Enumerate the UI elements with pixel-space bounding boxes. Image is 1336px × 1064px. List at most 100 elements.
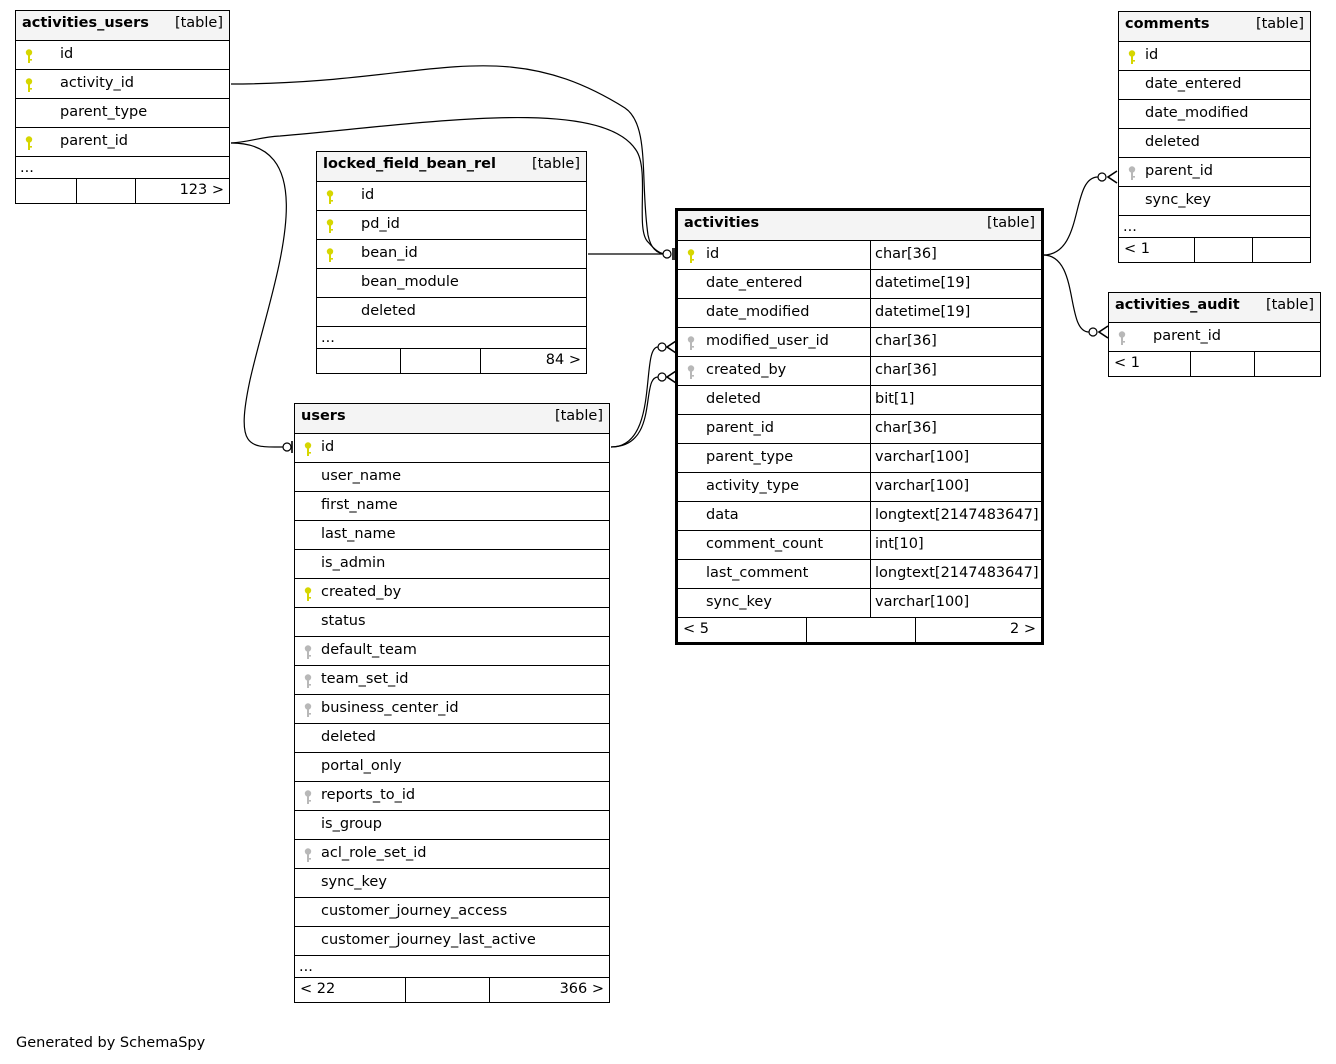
table-activities_audit[interactable]: activities_audit[table]parent_id< 1 — [1108, 292, 1321, 377]
column-name: deleted — [1145, 134, 1200, 150]
primary-key-icon — [686, 248, 696, 264]
column-name: last_name — [321, 526, 396, 542]
column-row[interactable]: parent_id — [16, 127, 229, 156]
children-count[interactable]: 84 > — [545, 352, 581, 368]
column-row[interactable]: last_name — [295, 520, 609, 549]
column-row[interactable]: parent_id — [1119, 157, 1310, 186]
parents-count[interactable]: < 1 — [1124, 241, 1150, 257]
column-name: status — [321, 613, 366, 629]
column-name: sync_key — [706, 594, 772, 610]
column-row[interactable]: id — [16, 40, 229, 69]
column-row[interactable]: first_name — [295, 491, 609, 520]
generated-by-note: Generated by SchemaSpy — [16, 1035, 206, 1051]
column-name: sync_key — [321, 874, 387, 890]
column-row[interactable]: deleted — [1119, 128, 1310, 157]
column-name: bean_id — [361, 245, 418, 261]
column-name: date_entered — [1145, 76, 1242, 92]
foreign-key-icon — [303, 847, 313, 863]
column-row[interactable]: sync_key — [1119, 186, 1310, 215]
column-row[interactable]: bean_module — [317, 268, 586, 297]
primary-key-icon — [24, 77, 34, 93]
column-row[interactable]: reports_to_id — [295, 781, 609, 810]
column-row[interactable]: default_team — [295, 636, 609, 665]
children-count[interactable]: 366 > — [559, 981, 604, 997]
column-row[interactable]: date_entered — [1119, 70, 1310, 99]
edge-users-modified_user_id — [610, 346, 659, 448]
more-columns: ... — [317, 326, 586, 348]
children-count[interactable]: 2 > — [1010, 621, 1036, 637]
column-row[interactable]: parent_id — [1109, 322, 1320, 351]
edge-activities_users-users — [230, 142, 287, 448]
column-row[interactable]: created_by char[36] — [678, 356, 1041, 385]
column-row[interactable]: acl_role_set_id — [295, 839, 609, 868]
column-row[interactable]: user_name — [295, 462, 609, 491]
children-count[interactable]: 123 > — [179, 182, 224, 198]
table-kind: [table] — [554, 408, 603, 424]
column-name: customer_journey_access — [321, 903, 508, 919]
column-row[interactable]: pd_id — [317, 210, 586, 239]
column-type: longtext[2147483647] — [875, 507, 1039, 523]
column-row[interactable]: customer_journey_access — [295, 897, 609, 926]
column-row[interactable]: sync_key — [295, 868, 609, 897]
column-name: deleted — [706, 391, 761, 407]
column-row[interactable]: is_group — [295, 810, 609, 839]
column-type: char[36] — [875, 362, 937, 378]
table-name: comments — [1125, 16, 1210, 32]
column-row[interactable]: team_set_id — [295, 665, 609, 694]
column-row[interactable]: parent_type — [16, 98, 229, 127]
column-row[interactable]: status — [295, 607, 609, 636]
column-name: business_center_id — [321, 700, 459, 716]
column-name: activity_id — [60, 75, 134, 91]
parents-count[interactable]: < 5 — [683, 621, 709, 637]
column-name: default_team — [321, 642, 417, 658]
table-name: activities — [684, 215, 760, 231]
parents-count[interactable]: < 1 — [1114, 355, 1140, 371]
more-columns: ... — [16, 156, 229, 178]
primary-key-icon — [303, 441, 313, 457]
column-row[interactable]: portal_only — [295, 752, 609, 781]
primary-key-icon — [303, 586, 313, 602]
column-row[interactable]: deleted — [295, 723, 609, 752]
column-row[interactable]: customer_journey_last_active — [295, 926, 609, 955]
column-name: created_by — [706, 362, 787, 378]
column-row[interactable]: business_center_id — [295, 694, 609, 723]
column-name: is_admin — [321, 555, 386, 571]
table-kind: [table] — [986, 215, 1035, 231]
column-name: parent_type — [60, 104, 148, 120]
column-row[interactable]: bean_id — [317, 239, 586, 268]
parents-count[interactable]: < 22 — [300, 981, 336, 997]
column-row[interactable]: id — [1119, 41, 1310, 70]
column-row[interactable]: activity_id — [16, 69, 229, 98]
column-name: acl_role_set_id — [321, 845, 427, 861]
column-row[interactable]: id — [317, 181, 586, 210]
column-type: char[36] — [875, 333, 937, 349]
column-row[interactable]: created_by — [295, 578, 609, 607]
foreign-key-icon — [303, 644, 313, 660]
column-name: pd_id — [361, 216, 400, 232]
table-name: users — [301, 408, 346, 424]
column-row[interactable]: id — [295, 433, 609, 462]
column-row[interactable]: date_modified — [1119, 99, 1310, 128]
column-row[interactable]: deleted — [317, 297, 586, 326]
column-row[interactable]: is_admin — [295, 549, 609, 578]
primary-key-icon — [325, 247, 335, 263]
column-name: parent_id — [60, 133, 129, 149]
foreign-key-icon — [686, 364, 696, 380]
